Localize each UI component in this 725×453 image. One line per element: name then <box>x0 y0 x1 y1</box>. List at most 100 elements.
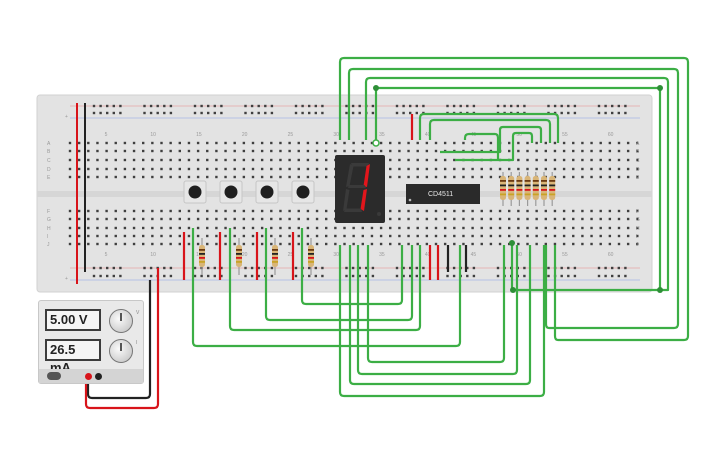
breadboard-hole[interactable] <box>297 242 300 246</box>
breadboard-hole[interactable] <box>151 226 154 230</box>
breadboard-hole[interactable] <box>517 141 520 145</box>
breadboard-hole[interactable] <box>599 217 602 221</box>
rail-hole[interactable] <box>257 111 260 115</box>
breadboard-hole[interactable] <box>123 226 127 230</box>
breadboard-hole[interactable] <box>325 141 328 145</box>
breadboard-hole[interactable] <box>151 149 154 153</box>
rail-hole[interactable] <box>466 104 469 108</box>
breadboard-hole[interactable] <box>489 209 493 213</box>
rail-hole[interactable] <box>207 274 210 278</box>
rail-hole[interactable] <box>371 266 375 270</box>
negative-terminal[interactable] <box>95 373 102 380</box>
breadboard-hole[interactable] <box>224 234 227 238</box>
rail-hole[interactable] <box>472 266 476 270</box>
breadboard-hole[interactable] <box>617 226 621 230</box>
rail-hole[interactable] <box>597 266 601 270</box>
rail-hole[interactable] <box>604 104 607 108</box>
rail-hole[interactable] <box>250 266 254 270</box>
rail-hole[interactable] <box>244 104 247 108</box>
breadboard-hole[interactable] <box>306 226 310 230</box>
rail-hole[interactable] <box>220 111 223 115</box>
voltage-knob[interactable] <box>109 309 133 333</box>
breadboard-hole[interactable] <box>187 141 191 145</box>
rail-hole[interactable] <box>207 266 210 270</box>
rail-hole[interactable] <box>193 104 197 108</box>
breadboard-hole[interactable] <box>251 158 255 162</box>
breadboard-hole[interactable] <box>251 226 255 230</box>
breadboard-hole[interactable] <box>572 149 575 153</box>
breadboard-hole[interactable] <box>352 242 355 246</box>
rail-hole[interactable] <box>604 266 607 270</box>
breadboard-hole[interactable] <box>251 209 255 213</box>
rail-hole[interactable] <box>244 274 247 278</box>
breadboard-hole[interactable] <box>279 141 282 145</box>
breadboard-hole[interactable] <box>572 175 575 179</box>
breadboard-hole[interactable] <box>297 167 300 171</box>
breadboard-hole[interactable] <box>434 141 438 145</box>
breadboard-hole[interactable] <box>169 242 172 246</box>
rail-hole[interactable] <box>257 104 260 108</box>
breadboard-hole[interactable] <box>599 234 602 238</box>
power-wire-red[interactable] <box>84 268 160 410</box>
breadboard-hole[interactable] <box>242 209 246 213</box>
breadboard-hole[interactable] <box>443 167 447 171</box>
rail-hole[interactable] <box>459 104 462 108</box>
breadboard-hole[interactable] <box>581 158 584 162</box>
breadboard-hole[interactable] <box>572 167 575 171</box>
rail-hole[interactable] <box>220 274 223 278</box>
rail-hole[interactable] <box>365 266 368 270</box>
breadboard-hole[interactable] <box>434 226 438 230</box>
breadboard-hole[interactable] <box>590 226 593 230</box>
breadboard-hole[interactable] <box>196 234 200 238</box>
rail-hole[interactable] <box>345 111 348 115</box>
breadboard-hole[interactable] <box>242 242 246 246</box>
rail-hole[interactable] <box>270 111 274 115</box>
rail-hole[interactable] <box>415 104 418 108</box>
rail-hole[interactable] <box>351 104 355 108</box>
breadboard-hole[interactable] <box>389 175 392 179</box>
breadboard-hole[interactable] <box>315 167 319 171</box>
breadboard-hole[interactable] <box>77 226 81 230</box>
rail-hole[interactable] <box>92 274 96 278</box>
breadboard-hole[interactable] <box>489 242 493 246</box>
breadboard-hole[interactable] <box>68 167 72 171</box>
rail-hole[interactable] <box>200 274 203 278</box>
rail-hole[interactable] <box>200 111 203 115</box>
breadboard-hole[interactable] <box>77 234 81 238</box>
breadboard-hole[interactable] <box>132 141 136 145</box>
breadboard-hole[interactable] <box>306 209 310 213</box>
breadboard-hole[interactable] <box>142 217 145 221</box>
breadboard-hole[interactable] <box>224 217 227 221</box>
decoder-chip[interactable]: CD4511 <box>406 184 480 204</box>
breadboard-hole[interactable] <box>389 158 392 162</box>
breadboard-hole[interactable] <box>462 242 465 246</box>
breadboard-hole[interactable] <box>379 234 383 238</box>
rail-hole[interactable] <box>365 274 368 278</box>
rail-hole[interactable] <box>351 111 355 115</box>
breadboard-hole[interactable] <box>572 234 575 238</box>
rail-hole[interactable] <box>270 266 274 270</box>
resistor[interactable] <box>532 172 539 206</box>
pushbutton[interactable] <box>183 180 207 204</box>
breadboard-hole[interactable] <box>215 158 218 162</box>
breadboard-hole[interactable] <box>425 149 429 153</box>
breadboard-hole[interactable] <box>297 141 300 145</box>
breadboard-hole[interactable] <box>132 226 136 230</box>
breadboard-hole[interactable] <box>297 234 300 238</box>
rail-hole[interactable] <box>106 111 109 115</box>
breadboard-hole[interactable] <box>398 242 401 246</box>
breadboard-hole[interactable] <box>142 234 145 238</box>
rail-hole[interactable] <box>156 104 159 108</box>
breadboard-hole[interactable] <box>123 141 127 145</box>
breadboard-hole[interactable] <box>87 242 90 246</box>
breadboard-hole[interactable] <box>96 226 99 230</box>
breadboard-hole[interactable] <box>544 141 547 145</box>
pushbutton[interactable] <box>219 180 243 204</box>
breadboard-hole[interactable] <box>178 217 181 221</box>
breadboard-hole[interactable] <box>151 175 154 179</box>
breadboard-hole[interactable] <box>434 234 438 238</box>
breadboard-hole[interactable] <box>361 242 364 246</box>
breadboard-hole[interactable] <box>196 158 200 162</box>
rail-hole[interactable] <box>547 104 550 108</box>
breadboard-hole[interactable] <box>87 175 90 179</box>
